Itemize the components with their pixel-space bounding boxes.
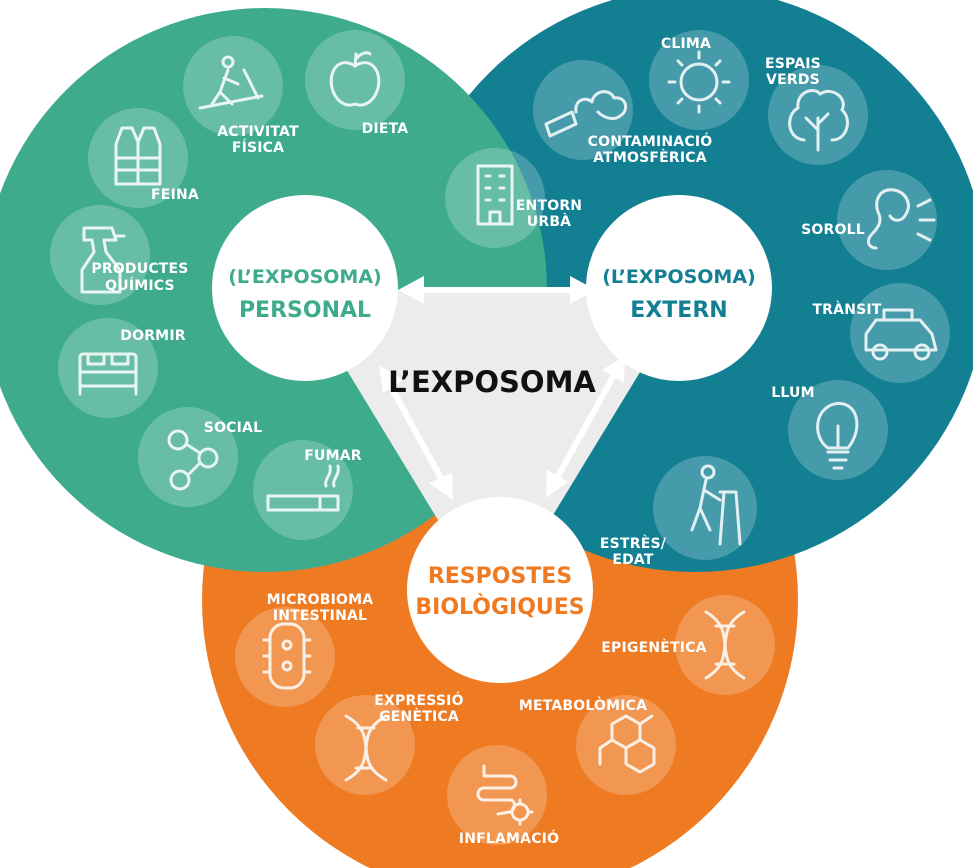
ear-icon (867, 188, 936, 250)
bacteria-icon (262, 622, 312, 690)
personal-item-dormir: DORMIR (58, 318, 186, 418)
productes-label-1: PRODUCTES (91, 261, 188, 277)
hub-biological-line1: RESPOSTES (428, 564, 572, 589)
personal-item-activitat: ACTIVITAT FÍSICA (183, 36, 299, 156)
hub-personal: (L’EXPOSOMA) PERSONAL (212, 195, 398, 381)
epigenetica-label: EPIGENÈTICA (601, 639, 706, 656)
expressio-label-2: GENÈTICA (379, 708, 459, 725)
arrow-external-biological (546, 356, 625, 498)
external-item-llum: LLUM (771, 380, 888, 480)
biological-item-estres: ESTRÈS/ EDAT (600, 456, 757, 568)
biological-item-epigenetica: EPIGENÈTICA (601, 595, 775, 695)
lightbulb-icon (816, 402, 859, 470)
fumar-label: FUMAR (304, 448, 361, 464)
intestine-icon (476, 764, 534, 826)
entorn-label-1: ENTORN (516, 198, 582, 214)
espais-label-2: VERDS (766, 72, 820, 88)
soroll-label: SOROLL (801, 222, 865, 238)
estres-label-2: EDAT (612, 552, 654, 568)
hub-personal-line2: PERSONAL (239, 298, 371, 323)
transit-label: TRÀNSIT (812, 301, 881, 318)
biological-item-expressio: EXPRESSIÓ GENÈTICA (315, 691, 464, 795)
microbioma-label-1: MICROBIOMA (267, 592, 374, 608)
personal-item-fumar: FUMAR (253, 440, 362, 540)
activitat-label-1: ACTIVITAT (217, 124, 299, 140)
personal-item-feina: FEINA (88, 108, 199, 208)
metabolomica-label: METABOLÒMICA (519, 696, 647, 714)
biological-item-metabolomica: METABOLÒMICA (519, 695, 676, 795)
arrow-personal-biological (379, 365, 453, 500)
hub-biological: RESPOSTES BIOLÒGIQUES (407, 497, 593, 683)
arrow-personal-external (398, 276, 596, 304)
personal-item-dieta: DIETA (305, 30, 408, 137)
tree-icon (788, 89, 849, 152)
building-icon (476, 164, 514, 226)
hub-external-line2: EXTERN (630, 298, 727, 323)
social-label: SOCIAL (204, 420, 262, 436)
biological-item-microbioma: MICROBIOMA INTESTINAL (235, 592, 373, 707)
activitat-label-2: FÍSICA (232, 139, 284, 156)
external-item-transit: TRÀNSIT (812, 283, 950, 383)
smokestack-icon (544, 90, 628, 138)
cigarette-icon (266, 464, 340, 512)
clima-label: CLIMA (661, 36, 711, 52)
biological-item-inflamacio: INFLAMACIÓ (447, 745, 559, 847)
apple-icon (329, 51, 381, 107)
center-triangle (298, 290, 690, 612)
spray-bottle-icon (80, 226, 126, 294)
feina-label: FEINA (151, 187, 199, 203)
personal-item-social: SOCIAL (138, 407, 262, 507)
hub-external-line1: (L’EXPOSOMA) (602, 266, 755, 288)
external-item-entorn: ENTORN URBÀ (445, 148, 582, 248)
center-title: L’EXPOSOMA (388, 365, 596, 399)
llum-label: LLUM (771, 385, 814, 401)
productes-label-2: QUÍMICS (105, 277, 175, 294)
inflamacio-label: INFLAMACIÓ (459, 829, 559, 847)
hub-biological-line2: BIOLÒGIQUES (415, 594, 584, 620)
elderly-walker-icon (690, 464, 742, 546)
external-item-clima: CLIMA (649, 30, 749, 130)
dieta-label: DIETA (362, 121, 409, 137)
molecule-icon (598, 714, 656, 774)
expressio-label-1: EXPRESSIÓ (374, 691, 463, 709)
hub-external: (L’EXPOSOMA) EXTERN (586, 195, 772, 381)
dna-icon (704, 610, 746, 680)
treadmill-icon (198, 55, 264, 110)
external-item-espais: ESPAIS VERDS (765, 56, 868, 165)
sun-icon (667, 50, 731, 114)
entorn-label-2: URBÀ (527, 213, 571, 230)
dna-strand-icon (344, 714, 388, 782)
external-item-contaminacio: CONTAMINACIÓ ATMOSFÈRICA (533, 60, 712, 166)
dormir-label: DORMIR (120, 328, 185, 344)
network-icon (167, 429, 219, 491)
contaminacio-label-1: CONTAMINACIÓ (588, 132, 713, 150)
vest-icon (114, 126, 162, 186)
bed-icon (78, 352, 138, 396)
microbioma-label-2: INTESTINAL (273, 608, 367, 624)
external-item-soroll: SOROLL (801, 170, 937, 270)
car-icon (864, 308, 938, 361)
espais-label-1: ESPAIS (765, 56, 821, 72)
estres-label-1: ESTRÈS/ (600, 535, 667, 552)
personal-item-productes: PRODUCTES QUÍMICS (50, 205, 188, 305)
contaminacio-label-2: ATMOSFÈRICA (593, 149, 707, 166)
hub-personal-line1: (L’EXPOSOMA) (228, 266, 381, 288)
